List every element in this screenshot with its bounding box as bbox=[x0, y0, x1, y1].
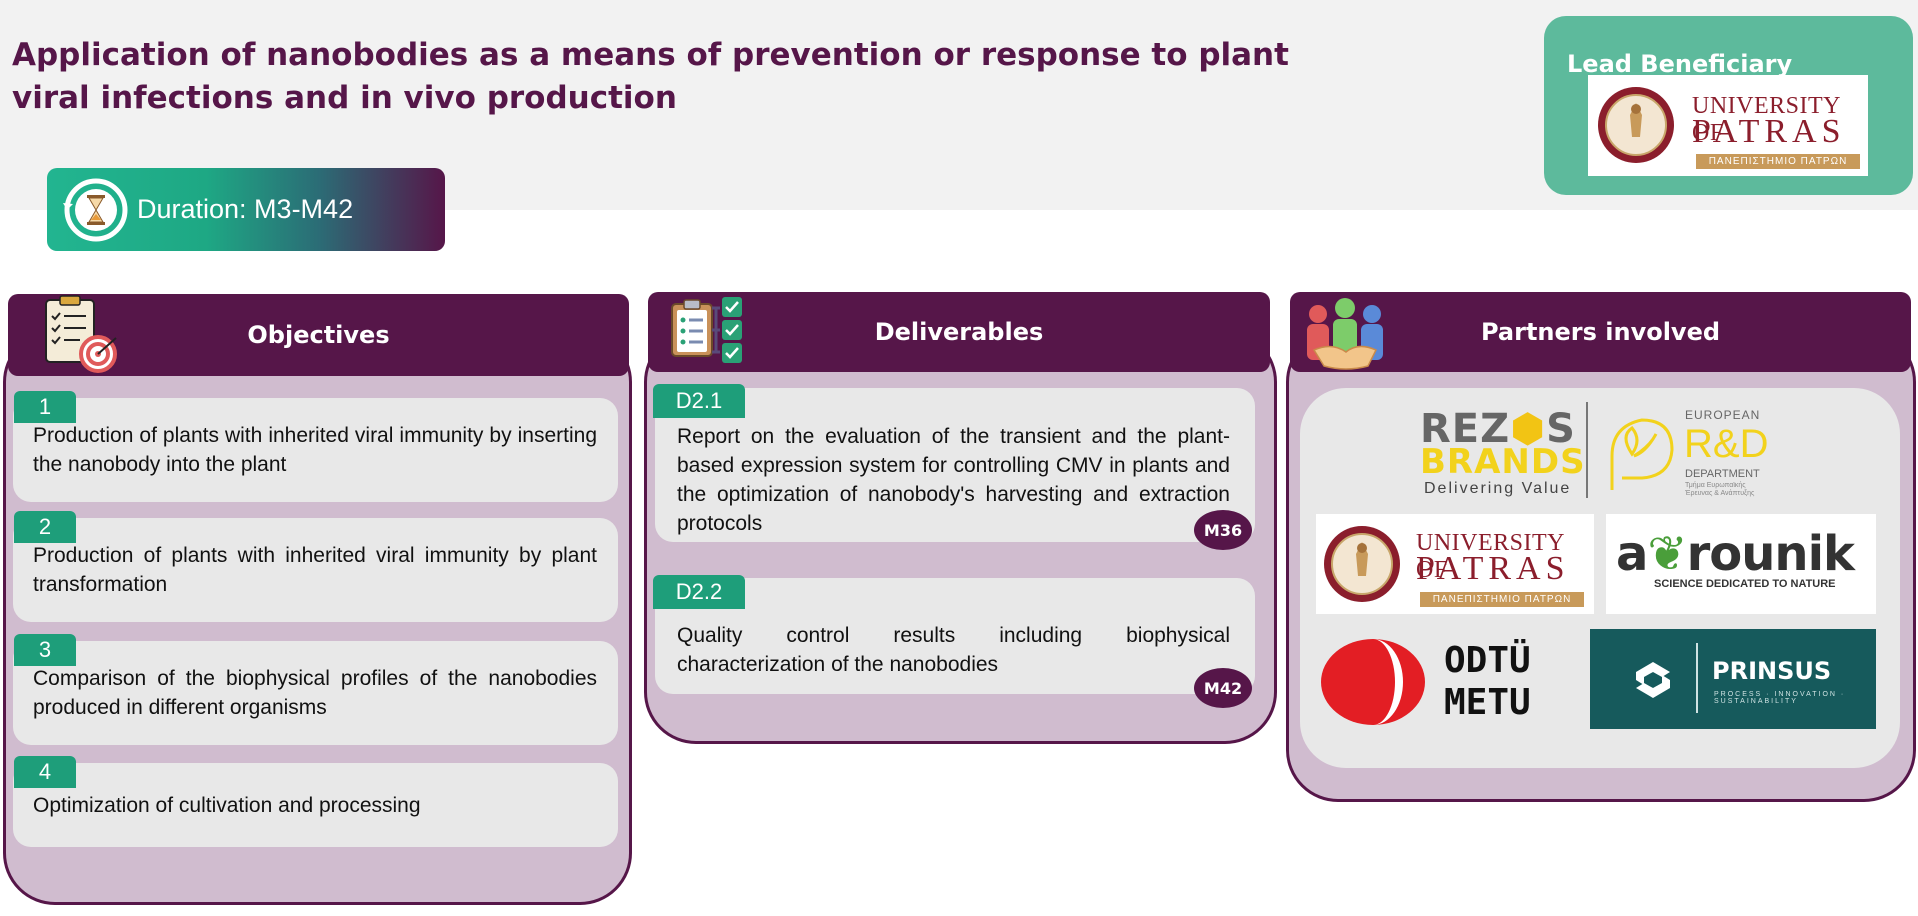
agrounik-a: a bbox=[1616, 526, 1648, 582]
objective-card-4 bbox=[13, 763, 618, 847]
partner-patras-logo: UNIVERSITY OF PATRAS ΠΑΝΕΠΙΣΤΗΜΙΟ ΠΑΤΡΩΝ bbox=[1316, 514, 1594, 614]
deliverable-text-d21: Report on the evaluation of the transien… bbox=[677, 425, 1230, 535]
prinsus-name: PRINSUS bbox=[1712, 657, 1832, 685]
agrounik-rest: rounik bbox=[1686, 526, 1855, 582]
agrounik-logo: a❦rounik SCIENCE DEDICATED TO NATURE bbox=[1606, 514, 1876, 614]
objective-card-1 bbox=[13, 398, 618, 502]
metu-line2: METU bbox=[1444, 682, 1531, 723]
deliverable-id-d22: D2.2 bbox=[653, 575, 745, 609]
lead-beneficiary-card: Lead Beneficiary UNIVERSITY OF PATRAS ΠΑ… bbox=[1544, 16, 1913, 195]
clipboard-checklist-icon bbox=[671, 297, 742, 363]
hourglass-cycle-icon bbox=[63, 178, 128, 242]
prinsus-divider bbox=[1696, 643, 1698, 713]
rezos-euro2: R&D bbox=[1684, 422, 1769, 466]
objective-number-1: 1 bbox=[14, 391, 76, 423]
deliverables-title: Deliverables bbox=[874, 318, 1044, 346]
objective-text-4: Optimization of cultivation and processi… bbox=[33, 794, 421, 817]
sprout-icon bbox=[1610, 418, 1674, 490]
rezos-divider bbox=[1586, 402, 1588, 498]
partner-patras-line1: UNIVERSITY OF bbox=[1416, 530, 1565, 583]
partners-header: Partners involved bbox=[1290, 292, 1911, 372]
objective-number-4: 4 bbox=[14, 756, 76, 788]
rezos-rez: REZ bbox=[1420, 406, 1511, 452]
patras-line3: ΠΑΝΕΠΙΣΤΗΜΙΟ ΠΑΤΡΩΝ bbox=[1696, 154, 1860, 169]
rezos-tagline: Delivering Value bbox=[1424, 480, 1572, 497]
agrounik-tagline: SCIENCE DEDICATED TO NATURE bbox=[1654, 578, 1836, 590]
lead-beneficiary-title: Lead Beneficiary bbox=[1567, 50, 1793, 78]
prinsus-mark-icon bbox=[1636, 662, 1670, 698]
deliverable-card-d22 bbox=[655, 578, 1255, 694]
rezos-line2: BRANDS bbox=[1420, 442, 1586, 482]
objective-text-3: Comparison of the biophysical profiles o… bbox=[33, 667, 597, 719]
deliverable-id-d21: D2.1 bbox=[653, 384, 745, 418]
rezos-s: S bbox=[1546, 406, 1576, 452]
metu-logo: ODTÜ METU bbox=[1316, 632, 1556, 728]
agrounik-leaf-icon: ❦ bbox=[1647, 526, 1687, 582]
partner-patras-line3: ΠΑΝΕΠΙΣΤΗΜΙΟ ΠΑΤΡΩΝ bbox=[1420, 592, 1584, 607]
patras-line1: UNIVERSITY OF bbox=[1692, 93, 1841, 146]
partners-title: Partners involved bbox=[1480, 318, 1721, 346]
rezos-line1: REZ⬢S bbox=[1420, 406, 1576, 452]
objective-text-2: Production of plants with inherited vira… bbox=[33, 544, 597, 596]
rezos-brands-logo: REZ⬢S BRANDS Delivering Value EUROPEAN R… bbox=[1420, 402, 1769, 500]
metu-emblem-icon bbox=[1321, 639, 1425, 725]
partner-patras-seal-icon bbox=[1324, 526, 1400, 602]
agrounik-wordmark: a❦rounik bbox=[1616, 526, 1855, 582]
team-handshake-icon bbox=[1307, 298, 1383, 370]
rezos-euro1: EUROPEAN bbox=[1685, 408, 1761, 422]
duration-label: Duration: M3-M42 bbox=[137, 194, 354, 224]
university-of-patras-logo: UNIVERSITY OF PATRAS ΠΑΝΕΠΙΣΤΗΜΙΟ ΠΑΤΡΩΝ bbox=[1588, 75, 1868, 176]
patras-line2: PATRAS bbox=[1692, 113, 1846, 150]
patras-seal-icon bbox=[1598, 87, 1674, 163]
prinsus-logo: PRINSUS PROCESS · INNOVATION · SUSTAINAB… bbox=[1590, 629, 1876, 729]
deliverable-month-d21: M36 bbox=[1194, 510, 1252, 550]
partner-patras-line2: PATRAS bbox=[1416, 550, 1570, 587]
checklist-target-icon bbox=[45, 295, 117, 373]
prinsus-tagline: PROCESS · INNOVATION · SUSTAINABILITY bbox=[1714, 691, 1846, 705]
deliverables-header: Deliverables bbox=[648, 292, 1270, 372]
deliverable-month-d22: M42 bbox=[1194, 668, 1252, 708]
objective-card-2 bbox=[13, 518, 618, 622]
deliverable-card-d21 bbox=[655, 388, 1255, 542]
objectives-title: Objectives bbox=[247, 321, 390, 349]
deliverable-text-d22: Quality control results including biophy… bbox=[677, 624, 1230, 676]
objective-number-3: 3 bbox=[14, 634, 76, 666]
objective-number-2: 2 bbox=[14, 511, 76, 543]
rezos-euro4: Τμήμα Ευρωπαϊκής Έρευνας & Ανάπτυξης bbox=[1685, 482, 1755, 497]
duration-banner: Duration: M3-M42 bbox=[47, 168, 445, 251]
rezos-hex-icon: ⬢ bbox=[1510, 406, 1547, 452]
objective-text-1: Production of plants with inherited vira… bbox=[33, 424, 597, 476]
objective-card-3 bbox=[13, 641, 618, 745]
page-title: Application of nanobodies as a means of … bbox=[12, 37, 1289, 116]
metu-line1: ODTÜ bbox=[1444, 640, 1531, 681]
rezos-euro3: DEPARTMENT bbox=[1685, 468, 1760, 480]
